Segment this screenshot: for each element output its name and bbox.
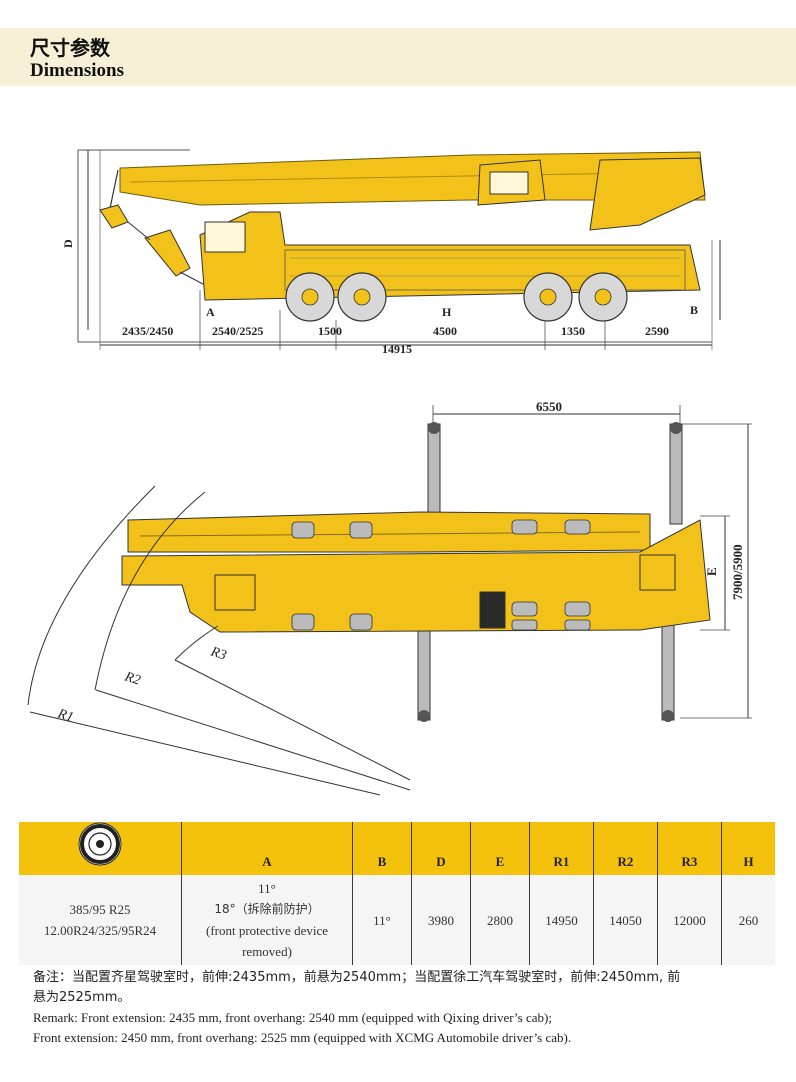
dim-rear-overhang: 2590 [645,324,669,338]
cell-d: 3980 [411,875,471,965]
radius-r2-label: R2 [122,669,142,688]
section-title-en: Dimensions [30,60,124,81]
a-line-1: 11° [258,881,276,896]
table-row: 385/95 R25 12.00R24/325/95R24 11° 18°（拆除… [19,875,775,965]
a-line-3: (front protective device [206,923,328,938]
side-label-b: B [690,303,698,317]
header-h: H [721,822,775,875]
header-b: B [352,822,412,875]
dimensions-table: A B D E R1 R2 R3 H 385/95 R25 12.00R24/3… [19,822,775,965]
a-line-4: removed) [242,944,292,959]
crane-side-view: D A H B 2435/2450 2540/2525 1500 4500 13… [0,120,796,365]
remark-en-line-1: Remark: Front extension: 2435 mm, front … [33,1010,552,1025]
side-label-a: A [206,305,215,319]
cell-e: 2800 [470,875,530,965]
section-header: 尺寸参数 Dimensions [0,28,796,86]
remarks: 备注：当配置齐星驾驶室时，前伸:2435mm，前悬为2540mm；当配置徐工汽车… [33,968,778,1048]
radius-r1-label: R1 [55,706,75,725]
remark-zh-line-1: 备注：当配置齐星驾驶室时，前伸:2435mm，前悬为2540mm；当配置徐工汽车… [33,970,681,985]
dim-wheelbase-1: 1500 [318,324,342,338]
dim-e-label: E [704,567,719,576]
tyre-spec-1: 385/95 R25 [69,902,131,917]
dim-wheelbase-3: 1350 [561,324,585,338]
header-a: A [181,822,353,875]
cell-h: 260 [721,875,775,965]
header-tyre [19,822,182,875]
side-label-h: H [442,305,452,319]
dim-front-extension: 2435/2450 [122,324,173,338]
remark-zh-line-2: 悬为2525mm。 [33,990,131,1005]
radius-r3-label: R3 [208,644,228,663]
header-r3: R3 [657,822,722,875]
cell-r3: 12000 [657,875,722,965]
dim-outrigger-span: 6550 [536,399,562,414]
cell-r1: 14950 [529,875,594,965]
cell-b: 11° [352,875,412,965]
crane-top-view: 6550 7900/5900 E R1 R2 R3 [0,395,796,805]
dim-total-length: 14915 [382,342,412,356]
dim-outrigger-length: 7900/5900 [730,544,745,600]
header-d: D [411,822,471,875]
dim-d-label: D [61,239,75,248]
remark-en-line-2: Front extension: 2450 mm, front overhang… [33,1030,572,1045]
tyre-spec-2: 12.00R24/325/95R24 [43,923,157,938]
header-e: E [470,822,530,875]
table-header-row: A B D E R1 R2 R3 H [19,822,775,875]
section-title-zh: 尺寸参数 [30,36,110,60]
dim-front-overhang: 2540/2525 [212,324,263,338]
cell-a: 11° 18°（拆除前防护） (front protective device … [181,875,353,965]
header-r1: R1 [529,822,594,875]
cell-r2: 14050 [593,875,658,965]
dim-wheelbase-2: 4500 [433,324,457,338]
a-line-2: 18°（拆除前防护） [214,902,320,916]
header-r2: R2 [593,822,658,875]
cell-tyres: 385/95 R25 12.00R24/325/95R24 [19,875,182,965]
tyre-icon [78,822,122,870]
